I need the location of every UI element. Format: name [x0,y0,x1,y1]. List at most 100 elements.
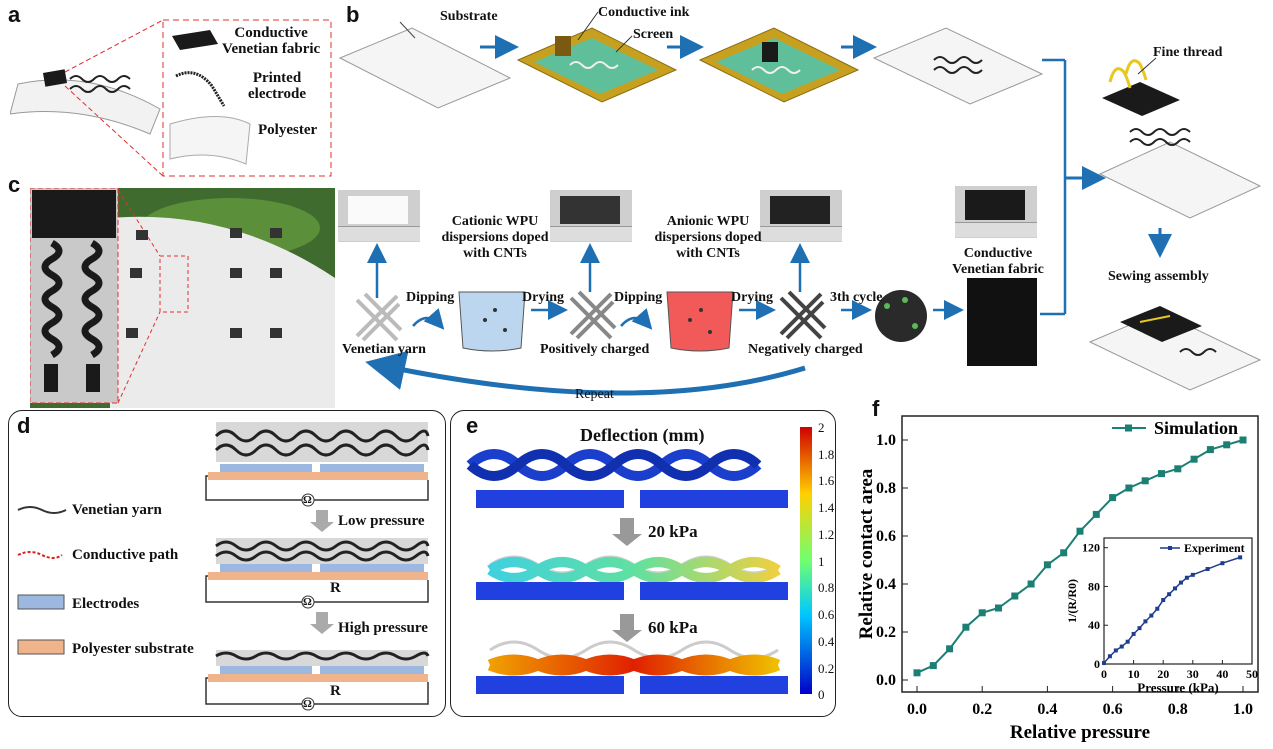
inset-y-tick-label: 0 [1094,657,1100,671]
data-point-simulation [1060,549,1068,557]
data-point-simulation [913,669,921,677]
data-point-simulation [1174,465,1182,473]
y-tick-label: 0.2 [876,624,896,641]
y-axis-label: Relative contact area [856,468,877,639]
data-point-simulation [1027,580,1035,588]
panel-e-box [450,410,836,717]
swatch-negative-fabric [760,190,842,242]
data-point-simulation [1043,561,1051,569]
data-point-experiment [1119,644,1124,649]
data-point-experiment [1190,572,1195,577]
data-point-simulation [1206,446,1214,454]
data-point-simulation [995,604,1002,612]
data-point-experiment [1137,626,1142,631]
panel-d-illustration [17,422,430,711]
colorbar-tick: 2 [818,420,825,435]
panel-b-label: b [346,2,360,27]
legend-electrodes: Electrodes [72,596,140,612]
data-point-experiment [1155,606,1160,611]
data-point-experiment [1205,567,1210,572]
panel-a-label: a [8,2,21,27]
inset-x-tick-label: 20 [1157,667,1169,681]
y-tick-label: 0.8 [876,480,896,497]
inset-x-tick-label: 30 [1187,667,1199,681]
legend-conductive-fabric: Conductive Venetian fabric [222,25,321,57]
panel-d-label: d [17,413,31,438]
label-fine-thread: Fine thread [1153,45,1223,60]
label-cationic: Cationic WPU dispersions doped with CNTs [441,214,549,261]
data-point-experiment [1167,592,1172,597]
x-tick-label: 0.8 [1168,701,1188,718]
label-r-1: R [330,580,341,596]
data-point-experiment [1102,661,1106,666]
legend-venetian-yarn: Venetian yarn [72,502,162,518]
colorbar-tick: 0.8 [818,580,835,595]
x-tick-label: 0.4 [1037,701,1057,718]
data-point-experiment [1131,631,1136,636]
data-point-experiment [1143,619,1148,624]
data-point-simulation [978,609,986,617]
swatch-final-fabric [955,186,1037,238]
panel-a-illustration [10,19,332,177]
data-point-simulation [1141,477,1149,485]
sensor-photo [30,188,335,408]
data-point-simulation [1125,484,1133,492]
data-point-simulation [1011,592,1019,600]
y-tick-label: 0.0 [876,672,896,689]
inset-x-axis-label: Pressure (kPa) [1137,680,1218,695]
label-positively-charged: Positively charged [540,342,650,357]
data-point-experiment [1238,555,1243,560]
data-point-experiment [1149,613,1154,618]
panel-e-label: e [466,413,479,438]
data-point-simulation [1109,494,1117,502]
x-tick-label: 0.6 [1103,701,1123,718]
data-point-simulation [962,623,970,631]
x-tick-label: 1.0 [1233,701,1253,718]
colorbar-tick: 1.4 [818,500,835,515]
x-tick-label: 0.0 [907,701,927,718]
label-r-2: R [330,683,341,699]
y-tick-label: 0.6 [876,528,896,545]
colorbar-tick: 1.6 [818,473,835,488]
data-point-simulation [1223,441,1231,449]
data-point-simulation [1239,436,1247,444]
ohm-1: Ω [303,494,312,506]
data-point-simulation [1076,527,1084,535]
legend-label-experiment: Experiment [1184,541,1245,555]
colorbar-tick: 0.6 [818,607,835,622]
colorbar-tick: 0.4 [818,634,835,649]
ohm-3: Ω [303,698,312,710]
label-venetian-yarn: Venetian yarn [342,342,426,357]
swatch-positive-fabric [550,190,632,242]
data-point-experiment [1107,654,1112,659]
x-tick-label: 0.2 [972,701,992,718]
deflection-title: Deflection (mm) [580,425,705,445]
label-high-pressure: High pressure [338,620,428,636]
colorbar-tick: 0.2 [818,661,835,676]
label-dipping-2: Dipping [614,290,663,305]
colorbar-tick: 0 [818,687,825,702]
data-point-experiment [1220,561,1225,566]
panel-c-label: c [8,172,21,197]
label-drying-1: Drying [522,290,564,305]
label-cycle: 3th cycle [830,290,883,305]
swatch-white-fabric [338,190,420,242]
data-point-experiment [1161,598,1166,603]
panel-d-box [8,410,446,717]
legend-polyester: Polyester [258,122,318,138]
data-point-experiment [1184,575,1189,580]
inset-y-tick-label: 40 [1088,618,1100,632]
colorbar-tick: 1 [818,554,825,569]
data-point-simulation [1092,510,1100,518]
lbl-process-diagram [355,243,1037,396]
inset-x-tick-label: 0 [1101,667,1107,681]
y-tick-label: 0.4 [876,576,896,593]
data-point-experiment [1113,648,1118,653]
label-conductive-fabric: Conductive Venetian fabric [952,246,1044,277]
data-point-simulation [1190,455,1198,463]
legend-marker-simulation [1125,424,1132,432]
ohm-2: Ω [303,596,312,608]
legend-label-simulation: Simulation [1154,418,1238,438]
data-point-experiment [1173,586,1178,591]
